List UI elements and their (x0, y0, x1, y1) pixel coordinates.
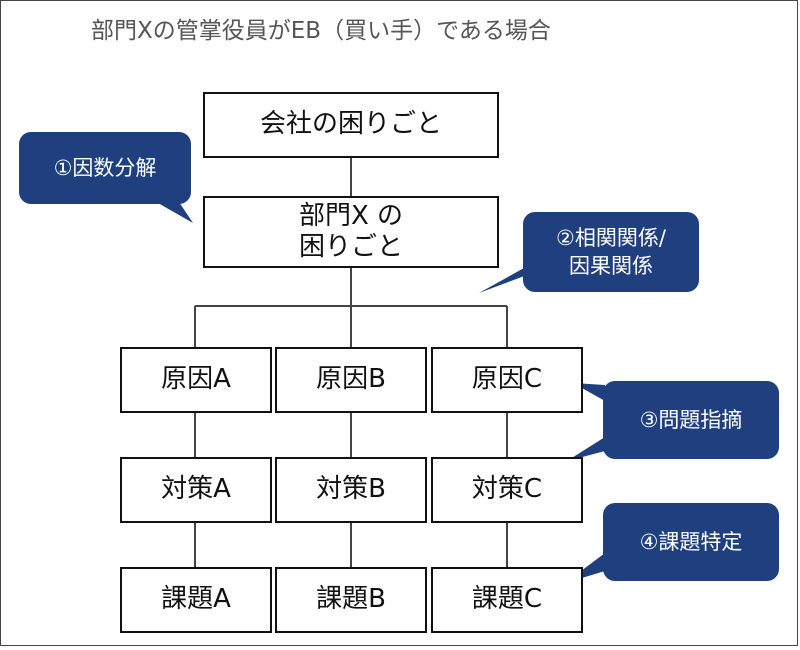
cause-b-label: 原因B (316, 364, 386, 395)
measure-b-box: 対策B (275, 457, 427, 523)
measure-c-box: 対策C (431, 457, 583, 523)
issue-a-box: 課題A (120, 567, 272, 633)
callout-1-tail (151, 199, 193, 223)
issue-b-box: 課題B (275, 567, 427, 633)
cause-c-box: 原因C (431, 347, 583, 413)
cause-a-box: 原因A (120, 347, 272, 413)
callout-problem-identification: ③問題指摘 (603, 381, 779, 459)
issue-c-box: 課題C (431, 567, 583, 633)
callout-problem-identification-label: ③問題指摘 (639, 407, 743, 432)
diagram-title: 部門Xの管掌役員がEB（買い手）である場合 (91, 18, 551, 44)
issue-c-label: 課題C (471, 584, 543, 615)
cause-b-box: 原因B (275, 347, 427, 413)
measure-a-label: 対策A (161, 474, 231, 505)
callout-issue-specification-label: ④課題特定 (639, 529, 743, 554)
callout-3-tail-lower (567, 437, 605, 461)
measure-c-label: 対策C (471, 474, 543, 505)
measure-b-label: 対策B (316, 474, 386, 505)
dept-problem-label: 部門X の 困りごと (298, 200, 404, 262)
cause-a-label: 原因A (161, 364, 231, 395)
top-problem-box: 会社の困りごと (203, 92, 499, 158)
callout-factorization: ①因数分解 (19, 132, 191, 204)
cause-c-label: 原因C (471, 364, 543, 395)
callout-factorization-label: ①因数分解 (53, 155, 157, 180)
dept-problem-box: 部門X の 困りごと (203, 196, 499, 268)
top-problem-label: 会社の困りごと (259, 109, 442, 140)
callout-correlation: ②相関関係/ 因果関係 (523, 212, 699, 292)
callout-issue-specification: ④課題特定 (603, 503, 779, 581)
measure-a-box: 対策A (120, 457, 272, 523)
issue-a-label: 課題A (161, 584, 231, 615)
issue-b-label: 課題B (316, 584, 386, 615)
callout-correlation-label: ②相関関係/ 因果関係 (556, 225, 666, 278)
